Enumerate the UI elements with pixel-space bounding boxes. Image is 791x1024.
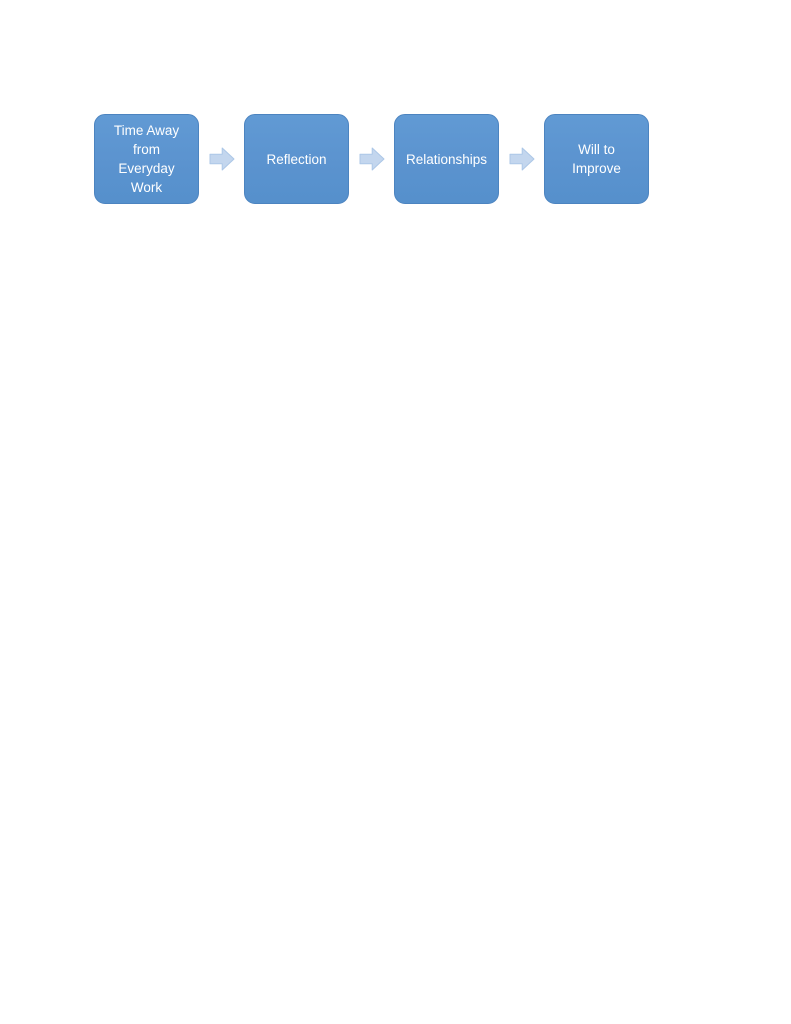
step-label: Time Away from Everyday Work	[113, 123, 180, 195]
flow-arrow-1	[199, 114, 244, 204]
right-arrow-icon	[509, 147, 534, 171]
step-box-time-away: Time Away from Everyday Work	[94, 114, 199, 204]
step-label: Relationships	[405, 151, 488, 167]
step-box-relationships: Relationships	[394, 114, 499, 204]
flow-arrow-3	[499, 114, 544, 204]
right-arrow-icon	[359, 147, 384, 171]
flow-arrow-2	[349, 114, 394, 204]
step-box-reflection: Reflection	[244, 114, 349, 204]
process-flow-diagram: Time Away from Everyday Work Reflection …	[94, 114, 649, 204]
right-arrow-icon	[209, 147, 234, 171]
step-label: Reflection	[266, 151, 327, 167]
step-label: Will to Improve	[572, 142, 621, 176]
step-box-will-to-improve: Will to Improve	[544, 114, 649, 204]
